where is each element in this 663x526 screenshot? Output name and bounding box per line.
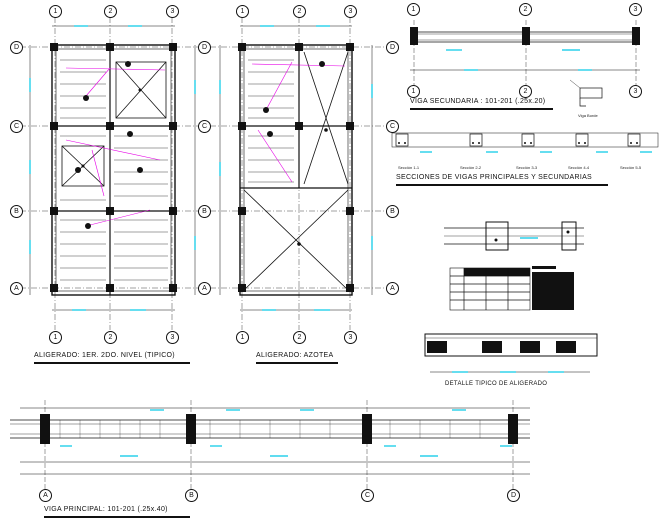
- axis-bubble-plan2-col-3-bottom: 3: [344, 331, 357, 344]
- plan-aligerado-azotea: [219, 25, 373, 311]
- label-viga-borde: Viga Borde: [578, 113, 598, 118]
- axis-bubble-plan2-col-1-bottom: 1: [236, 331, 249, 344]
- axis-bubble-plan1-row-c-right: C: [198, 120, 211, 133]
- sections-row: [391, 132, 659, 153]
- axis-bubble-plan2-col-2-bottom: 2: [293, 331, 306, 344]
- axis-bubble-plan1-col-1-bottom: 1: [49, 331, 62, 344]
- aligerado-elevation: [444, 221, 584, 311]
- axis-bubble-plan2-row-a: A: [386, 282, 399, 295]
- axis-bubble-vsec-col-1: 1: [407, 85, 420, 98]
- axis-bubble-plan2-row-d: D: [386, 41, 399, 54]
- title-underline: [396, 184, 608, 186]
- axis-bubble-vppal-d: D: [507, 489, 520, 502]
- axis-bubble-vsec-col-2: 2: [519, 85, 532, 98]
- axis-bubble-plan2-row-b: B: [386, 205, 399, 218]
- axis-bubble-vsec-col-2-top: 2: [519, 3, 532, 16]
- axis-bubble-plan2-row-c: C: [386, 120, 399, 133]
- axis-bubble-vppal-a: A: [39, 489, 52, 502]
- title-viga-principal: VIGA PRINCIPAL: 101-201 (.25x.40): [44, 506, 168, 513]
- axis-bubble-vppal-b: B: [185, 489, 198, 502]
- axis-bubble-plan1-row-d-right: D: [198, 41, 211, 54]
- title-detalle-aligerado: DETALLE TIPICO DE ALIGERADO: [445, 381, 548, 387]
- caption-section-2: Sección 2-2: [460, 165, 482, 170]
- axis-bubble-plan1-row-c: C: [10, 120, 23, 133]
- axis-bubble-plan1-col-3: 3: [166, 5, 179, 18]
- axis-bubble-plan1-row-d: D: [10, 41, 23, 54]
- viga-secundaria-elevation: [410, 20, 640, 107]
- axis-bubble-plan1-col-2-bottom: 2: [104, 331, 117, 344]
- axis-bubble-vsec-col-1-top: 1: [407, 3, 420, 16]
- caption-section-1: Sección 1-1: [398, 165, 420, 170]
- axis-bubble-plan1-col-2: 2: [104, 5, 117, 18]
- axis-bubble-vppal-c: C: [361, 489, 374, 502]
- viga-principal-elevation: [10, 400, 530, 492]
- title-aligerado-tipico: ALIGERADO: 1ER. 2DO. NIVEL (TIPICO): [34, 352, 175, 359]
- caption-section-3: Sección 3-3: [516, 165, 538, 170]
- axis-bubble-plan2-col-3: 3: [344, 5, 357, 18]
- caption-section-5: Sección 5-5: [620, 165, 642, 170]
- title-underline: [410, 108, 553, 110]
- title-underline: [256, 362, 338, 364]
- title-underline: [44, 516, 190, 518]
- axis-bubble-plan1-row-a-right: A: [198, 282, 211, 295]
- plan-aligerado-tipico: [29, 25, 196, 311]
- axis-bubble-plan1-row-b-right: B: [198, 205, 211, 218]
- title-aligerado-azotea: ALIGERADO: AZOTEA: [256, 352, 334, 359]
- axis-bubble-plan1-col-1: 1: [49, 5, 62, 18]
- axis-bubble-vsec-col-3-top: 3: [629, 3, 642, 16]
- axis-bubble-plan1-row-a: A: [10, 282, 23, 295]
- axis-bubble-vsec-col-3: 3: [629, 85, 642, 98]
- title-secciones: SECCIONES DE VIGAS PRINCIPALES Y SECUNDA…: [396, 174, 593, 181]
- detalle-aligerado: [424, 333, 598, 373]
- axis-bubble-plan1-row-b: B: [10, 205, 23, 218]
- axis-bubble-plan2-col-2: 2: [293, 5, 306, 18]
- axis-bubble-plan2-col-1: 1: [236, 5, 249, 18]
- axis-bubble-plan1-col-3-bottom: 3: [166, 331, 179, 344]
- title-viga-secundaria: VIGA SECUNDARIA : 101-201 (.25x.20): [410, 98, 546, 105]
- caption-section-4: Sección 4-4: [568, 165, 590, 170]
- title-underline: [34, 362, 190, 364]
